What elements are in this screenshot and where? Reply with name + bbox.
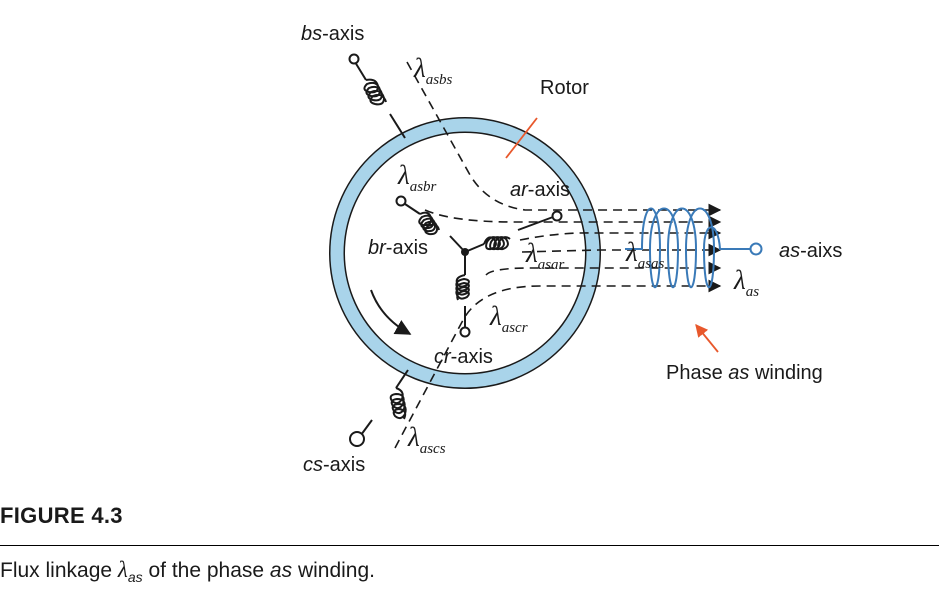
flux-lines	[394, 61, 722, 449]
rotor-ring-fill	[330, 118, 600, 388]
lambda-as: λas	[733, 265, 759, 300]
lambda-asar: λasar	[525, 238, 565, 273]
flux-linkage-diagram: bs-axis cs-axis ar-axis br-axis cr-axis …	[301, 23, 842, 476]
bs-axis-label: bs-axis	[301, 23, 364, 45]
caption-text-2: of the phase	[142, 559, 270, 582]
br-terminal	[395, 195, 407, 207]
cr-axis-label: cr-axis	[434, 346, 493, 368]
lambda-asbs: λasbs	[413, 53, 453, 88]
bs-stator-coil	[348, 53, 406, 139]
lambda-ascs: λascs	[407, 422, 446, 457]
lambda-ascr: λascr	[489, 301, 528, 336]
lambda-asbr: λasbr	[397, 160, 437, 195]
caption-text-1: Flux linkage	[0, 559, 118, 582]
neutral-point	[461, 248, 469, 256]
caption-italic: as	[269, 559, 293, 582]
br-axis-label: br-axis	[368, 237, 428, 259]
flux-line-cs	[394, 279, 722, 449]
title-rule	[0, 545, 939, 546]
winding-label: Phase as winding	[666, 362, 823, 384]
as-axis-label: as-aixs	[779, 240, 842, 262]
flux-line-bs	[406, 61, 722, 217]
cr-terminal	[459, 326, 471, 338]
rotor-label: Rotor	[540, 77, 589, 99]
rotor-windings	[395, 195, 563, 338]
cs-terminal	[349, 431, 365, 447]
figure-caption: Flux linkage λas of the phase as winding…	[0, 557, 375, 585]
winding-pointer	[695, 324, 719, 353]
phase-as-winding	[625, 207, 763, 288]
flux-line-br	[424, 209, 722, 229]
caption-subscript: as	[127, 569, 143, 585]
ar-terminal	[551, 210, 563, 222]
flux-line-as	[521, 243, 722, 257]
as-terminal	[749, 242, 763, 256]
caption-symbol: λ	[117, 557, 128, 582]
rotation-arrow	[370, 289, 412, 335]
flux-line-cr	[485, 261, 722, 276]
figure-title: FIGURE 4.3	[0, 503, 123, 528]
rotor-pointer	[505, 117, 538, 159]
flux-line-ar	[519, 226, 722, 241]
bs-terminal	[348, 53, 360, 65]
ar-axis-label: ar-axis	[510, 179, 570, 201]
cs-stator-coil	[349, 369, 409, 447]
caption-text-3: winding.	[292, 559, 375, 582]
lambda-asas: λasas	[625, 237, 665, 272]
cs-axis-label: cs-axis	[303, 454, 365, 476]
